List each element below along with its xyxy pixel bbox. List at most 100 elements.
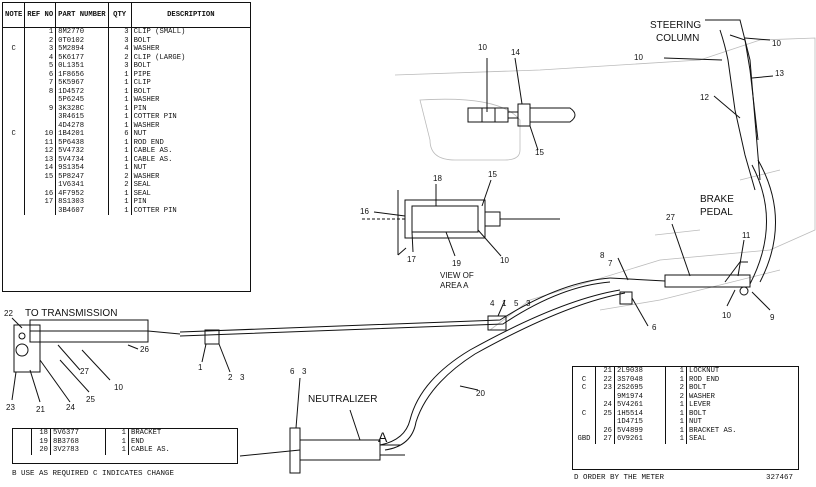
callout-number: 14 [511,48,520,57]
cell-qty: 1 [108,121,132,130]
cell-ref-no [595,418,615,427]
cell-ref-no: 5 [24,62,57,71]
cell-note [3,79,26,88]
header-qty: QTY [108,3,132,28]
cell-description: BOLT [689,409,707,418]
callout-number: 10 [114,383,123,392]
callout-number: 18 [433,174,442,183]
cell-note [3,36,26,45]
callout-number: 3 [302,367,307,376]
cell-note [3,62,26,71]
drawing-number: 327467 [766,474,794,482]
cell-ref-no: 11 [24,138,57,147]
cell-ref-no [24,181,57,190]
header-part-number: PART NUMBER [55,3,109,28]
cell-qty: 1 [108,79,132,88]
cell-description: WASHER [133,172,160,181]
cell-qty: 1 [105,429,129,438]
cell-ref-no: 26 [595,426,615,435]
cell-ref-no [24,113,57,122]
cell-part-number: 3K328C [55,104,109,113]
cell-note [3,206,26,215]
footnote-left: B USE AS REQUIRED C INDICATES CHANGE [12,470,175,478]
cell-ref-no: 25 [595,409,615,418]
callout-number: 10 [722,311,731,320]
transmission-linkage [11,317,181,403]
cell-part-number: 3R4615 [55,113,109,122]
cell-note [13,446,32,455]
cell-note [3,113,26,122]
cell-qty: 1 [108,147,132,156]
cell-description: CABLE AS. [133,155,173,164]
cell-part-number: 5V4732 [55,147,109,156]
callout-number: 10 [478,43,487,52]
cell-description: CABLE AS. [131,446,170,454]
cell-note [3,96,26,105]
cell-part-number: 5K5967 [55,79,109,88]
cell-note: C [3,130,26,139]
cell-part-number: 3B4607 [55,206,109,215]
cell-description: COTTER PIN [133,206,177,215]
cell-ref-no: 10 [24,130,57,139]
parts-table-grid: NOTE REF NO PART NUMBER QTY DESCRIPTION … [3,3,250,215]
callout-number: 17 [407,255,416,264]
cell-ref-no: 23 [595,384,615,393]
cell-qty: 1 [105,437,129,446]
cell-part-number: 4D4278 [55,121,109,130]
cell-part-number: 1B4201 [55,130,109,139]
cell-note: C [573,409,596,418]
cell-note [3,87,26,96]
cell-description: CLIP (SMALL) [133,28,186,36]
callout-number: 16 [360,207,369,216]
callout-number: 5 [514,299,519,308]
cell-description: PIN [133,104,147,113]
cell-qty: 6 [108,130,132,139]
cell-note [13,429,32,438]
cell-description: WASHER [689,392,715,401]
cell-ref-no: 15 [24,172,57,181]
cell-part-number: 0T0102 [55,36,109,45]
cell-description: NUT [689,418,702,426]
cell-part-number: 5P6245 [55,96,109,105]
cell-part-number: 0L1351 [55,62,109,71]
cell-part-number: 5V6377 [50,429,106,438]
cell-qty: 1 [108,189,132,198]
cell-note [3,181,26,190]
cell-qty: 1 [108,96,132,105]
detail-area-a [360,179,560,257]
cell-note [3,155,26,164]
cell-ref-no: 24 [595,401,615,410]
cell-qty: 1 [665,375,687,384]
cell-qty: 1 [108,198,132,207]
cell-note [3,27,26,37]
cell-note [573,418,596,427]
cell-note [573,426,596,435]
callout-number: 10 [772,39,781,48]
cell-ref-no [24,206,57,215]
cable-routing [179,277,649,451]
cell-part-number: 8S1303 [55,198,109,207]
view-of-area-a-line1: VIEW OF [440,271,474,280]
callout-number: 11 [742,231,751,240]
callout-number: 1 [198,363,203,372]
cell-part-number: 5V4261 [614,401,666,410]
cell-description: CLIP (LARGE) [133,53,186,62]
cell-note [573,392,596,401]
cell-description: COTTER PIN [133,113,177,121]
